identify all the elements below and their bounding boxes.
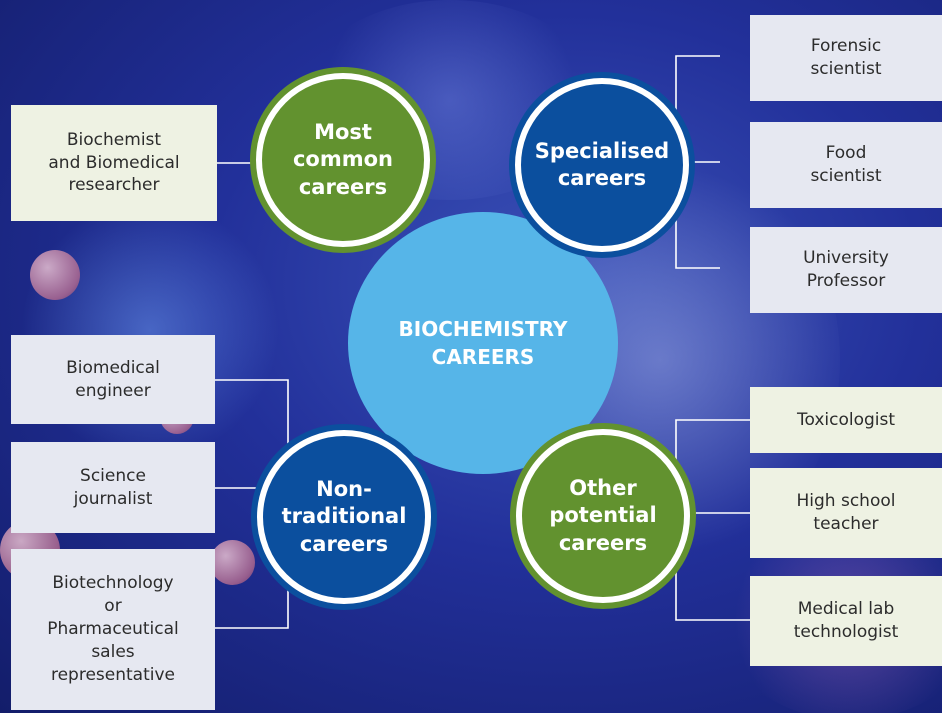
career-box-biochemist: Biochemist and Biomedical researcher [11,105,217,221]
career-box-biotech-sales: Biotechnology or Pharmaceutical sales re… [11,549,215,710]
career-box-medical-lab-technologist: Medical lab technologist [750,576,942,666]
career-box-university-professor: University Professor [750,227,942,313]
center-circle-biochemistry-careers: BIOCHEMISTRY CAREERS [348,212,618,474]
category-circle-non-traditional: Non- traditional careers [257,430,431,604]
career-box-toxicologist: Toxicologist [750,387,942,453]
career-box-food-scientist: Food scientist [750,122,942,208]
category-circle-most-common: Most common careers [256,73,430,247]
category-circle-specialised: Specialised careers [515,78,689,252]
molecule-ball [210,540,255,585]
career-box-high-school-teacher: High school teacher [750,468,942,558]
career-box-forensic-scientist: Forensic scientist [750,15,942,101]
molecule-ball [30,250,80,300]
career-box-science-journalist: Science journalist [11,442,215,533]
category-circle-other-potential: Other potential careers [516,429,690,603]
career-box-biomedical-engineer: Biomedical engineer [11,335,215,424]
